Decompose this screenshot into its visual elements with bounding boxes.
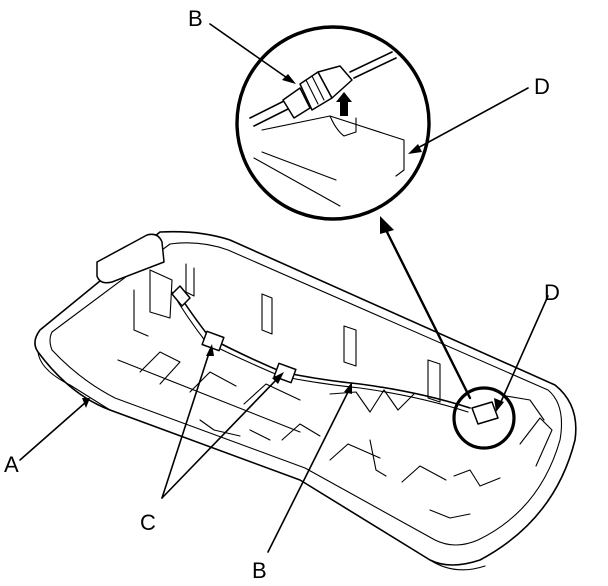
callout-c: C	[140, 510, 156, 535]
console-housing	[34, 230, 577, 571]
callout-d-detail: D	[534, 74, 550, 99]
callout-a: A	[4, 452, 19, 477]
connector-d	[471, 401, 499, 425]
detail-circle-small	[452, 386, 516, 450]
leader-lines	[19, 23, 549, 553]
detail-content	[249, 51, 405, 207]
callout-b-detail: B	[188, 6, 203, 31]
internal-ribs	[117, 263, 553, 519]
callout-d-main: D	[544, 280, 560, 305]
wire-clip	[201, 330, 225, 352]
callout-b-main: B	[252, 558, 267, 583]
zoom-arrow	[380, 216, 472, 400]
mounting-tab	[96, 233, 165, 284]
